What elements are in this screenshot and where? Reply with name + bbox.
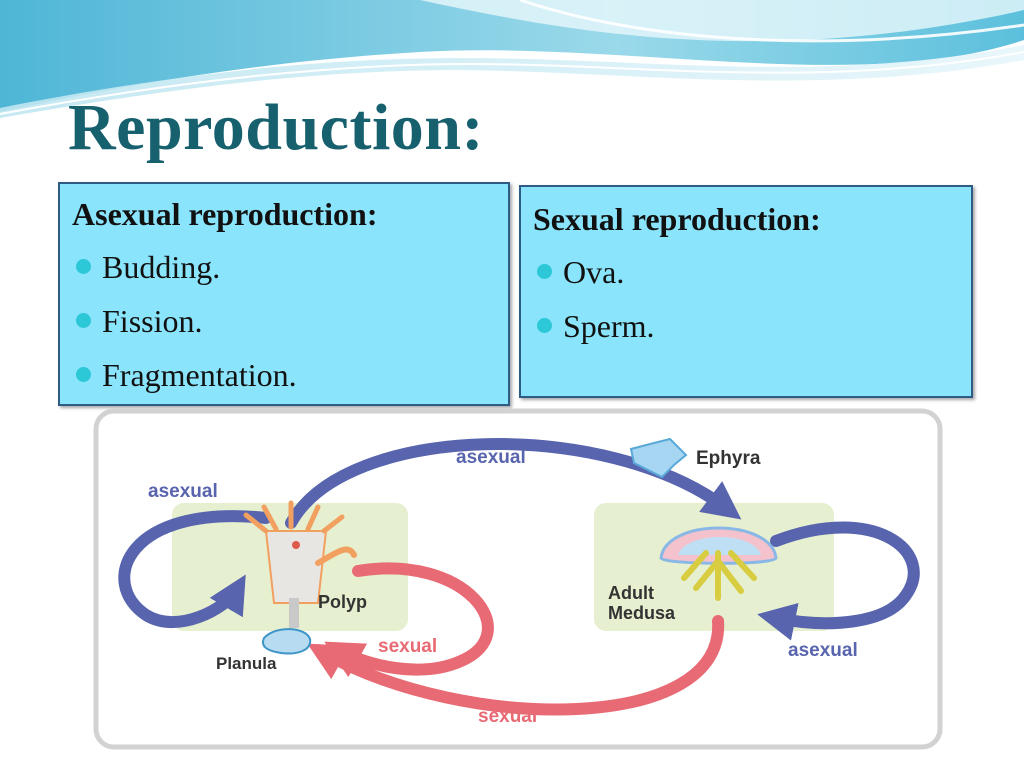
label-sexual-mid: sexual (378, 636, 437, 657)
label-asexual-left: asexual (148, 481, 218, 502)
list-item: Budding. (72, 240, 508, 294)
sexual-list: Ova. Sperm. (533, 245, 971, 353)
bullet-icon (537, 264, 552, 279)
label-planula: Planula (216, 654, 277, 673)
asexual-arrow-left (118, 510, 272, 629)
asexual-reproduction-box: Asexual reproduction: Budding. Fission. … (58, 182, 510, 406)
bullet-icon (537, 318, 552, 333)
label-asexual-right: asexual (788, 640, 858, 661)
label-adult: Adult (608, 583, 654, 603)
asexual-heading: Asexual reproduction: (72, 196, 378, 232)
planula-illustration (262, 628, 312, 655)
label-ephyra: Ephyra (696, 448, 761, 469)
ephyra-illustration (629, 437, 688, 479)
life-cycle-diagram: asexual Ephyra asexual Polyp Planula sex… (93, 408, 943, 750)
list-item: Sperm. (533, 299, 971, 353)
asexual-list: Budding. Fission. Fragmentation. (72, 240, 508, 402)
list-item-label: Ova. (563, 254, 625, 290)
list-item-label: Fission. (102, 303, 203, 339)
bullet-icon (76, 367, 91, 382)
bullet-icon (76, 313, 91, 328)
label-asexual-top: asexual (456, 447, 526, 468)
asexual-arrow-top (285, 438, 742, 529)
sexual-arrow-mid (324, 562, 494, 678)
label-sexual-bottom: sexual (478, 706, 537, 727)
medusa-illustration (659, 526, 778, 601)
page-title: Reproduction: (68, 91, 484, 164)
list-item: Ova. (533, 245, 971, 299)
list-item-label: Sperm. (563, 308, 655, 344)
header-wave-decoration (0, 0, 1024, 118)
list-item: Fragmentation. (72, 348, 508, 402)
list-item-label: Fragmentation. (102, 357, 297, 393)
label-medusa: Medusa (608, 603, 676, 623)
asexual-arrow-right (757, 521, 920, 641)
polyp-illustration (243, 500, 357, 628)
sexual-arrow-bottom (307, 615, 725, 716)
list-item: Fission. (72, 294, 508, 348)
sexual-reproduction-box: Sexual reproduction: Ova. Sperm. (519, 185, 973, 398)
bullet-icon (76, 259, 91, 274)
list-item-label: Budding. (102, 249, 221, 285)
sexual-heading: Sexual reproduction: (533, 201, 821, 237)
label-polyp: Polyp (318, 592, 367, 612)
